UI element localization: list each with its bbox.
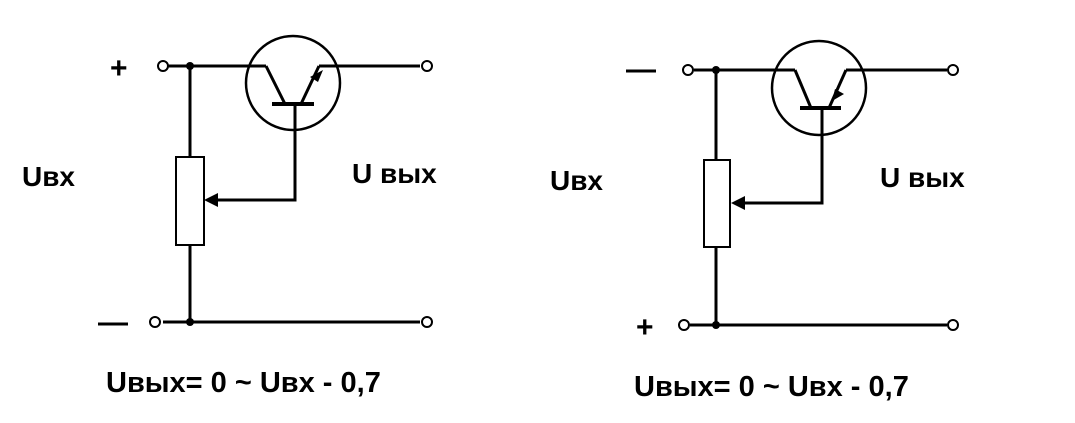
- circuit-left: [163, 34, 420, 324]
- formula-label: Uвых= 0 ~ Uвх - 0,7: [106, 367, 381, 399]
- input-voltage-label: Uвх: [22, 161, 75, 192]
- terminal-output-bottom: [421, 316, 433, 328]
- terminal-input-plus: [157, 60, 169, 72]
- circuit-left-fills: [186, 62, 323, 326]
- emitter-arrow: [310, 70, 323, 82]
- circuit-right: [690, 39, 947, 327]
- terminal-input-plus: [678, 319, 690, 331]
- transistor-body: [244, 34, 342, 132]
- circuit-left-terminals: [149, 60, 433, 328]
- junction-dot-bottom: [186, 318, 194, 326]
- transistor-body: [770, 39, 868, 137]
- terminal-input-minus: [149, 316, 161, 328]
- junction-dot-top: [186, 62, 194, 70]
- circuit-right-terminals: [678, 64, 959, 331]
- plus-label: +: [110, 52, 128, 85]
- minus-label: —: [626, 53, 656, 86]
- base-wiper-lead: [212, 104, 297, 202]
- potentiometer: [703, 159, 731, 248]
- emitter-arrow: [832, 89, 844, 101]
- terminal-output-bottom: [947, 319, 959, 331]
- input-voltage-label: Uвх: [550, 165, 603, 196]
- minus-label: —: [98, 306, 128, 339]
- wiper-arrow: [204, 193, 218, 207]
- transistor-emitter: [299, 65, 321, 105]
- formula-label: Uвых= 0 ~ Uвх - 0,7: [634, 371, 909, 403]
- terminal-output-top: [947, 64, 959, 76]
- potentiometer: [175, 156, 205, 246]
- wiper-arrow: [731, 196, 745, 210]
- junction-dot-top: [712, 66, 720, 74]
- base-wiper-lead: [740, 108, 824, 205]
- circuit-right-fills: [712, 66, 844, 329]
- transistor-collector: [793, 69, 813, 109]
- terminal-input-minus: [682, 64, 694, 76]
- plus-label: +: [636, 311, 654, 344]
- transistor-collector: [264, 65, 287, 105]
- terminal-output-top: [421, 60, 433, 72]
- output-voltage-label: U вых: [352, 158, 437, 189]
- output-voltage-label: U вых: [880, 162, 965, 193]
- transistor-emitter: [827, 69, 848, 109]
- junction-dot-bottom: [712, 321, 720, 329]
